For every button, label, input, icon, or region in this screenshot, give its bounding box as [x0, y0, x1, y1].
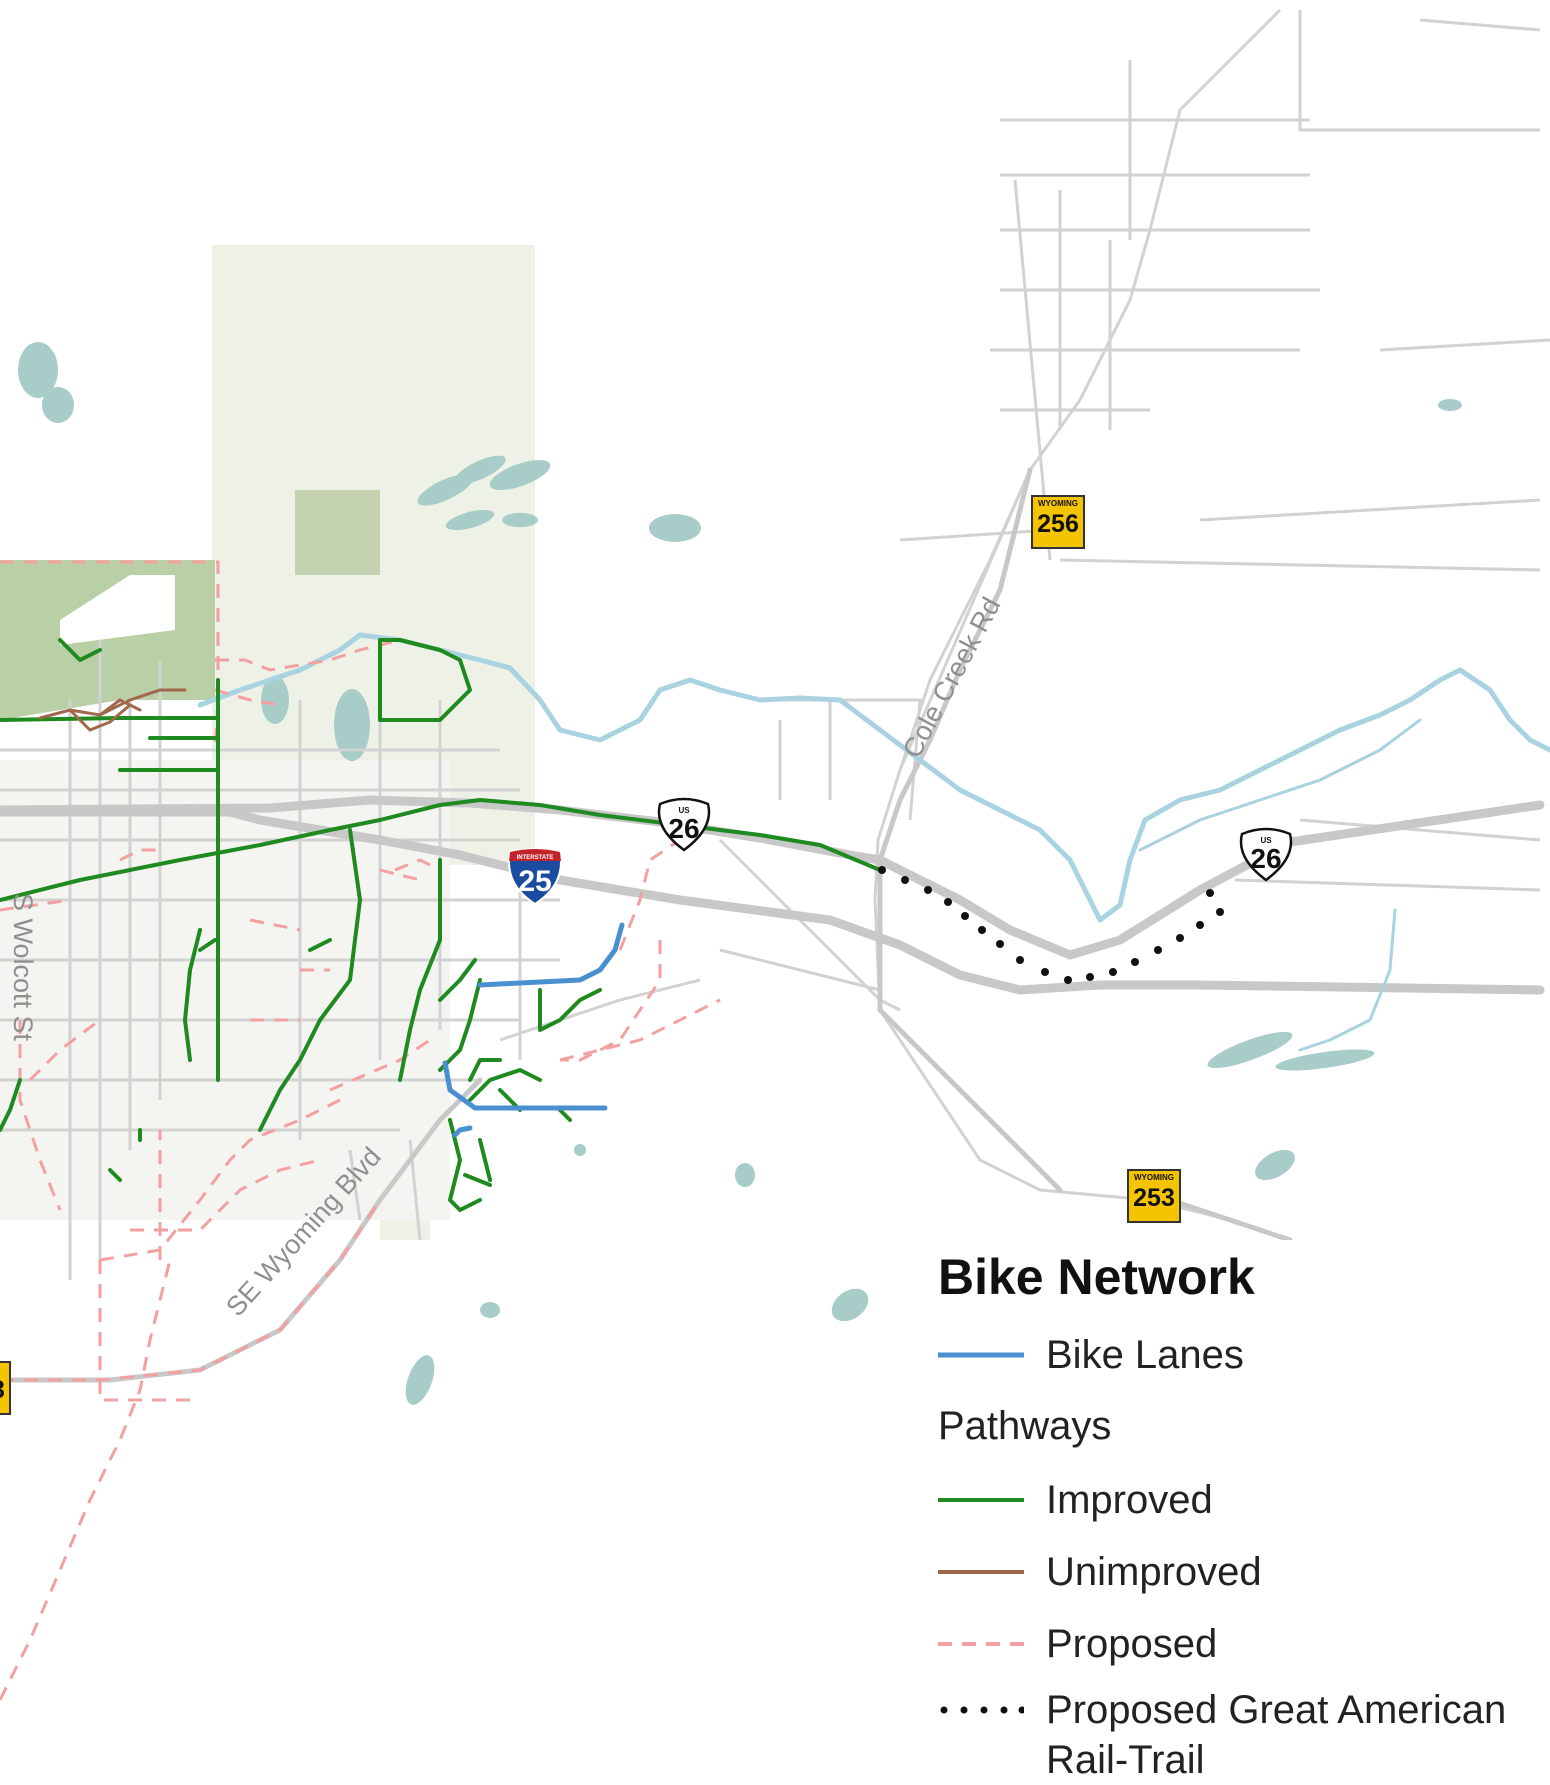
legend-label-bike-lanes: Bike Lanes — [1046, 1333, 1244, 1377]
interstate-25-shield-number: 25 — [518, 865, 551, 898]
legend-item-proposed: Proposed — [938, 1619, 1538, 1669]
legend-item-bike-lanes: Bike Lanes — [938, 1330, 1538, 1380]
wyoming-253-shield-top: WYOMING — [1134, 1173, 1174, 1182]
edge-shield-number: 3 — [0, 1376, 5, 1404]
legend-label-great-american-1: Proposed Great American — [1046, 1688, 1507, 1732]
legend-item-improved: Improved — [938, 1475, 1538, 1525]
legend-label-improved: Improved — [1046, 1478, 1213, 1522]
interstate-25-shield-top: INTERSTATE — [517, 855, 554, 861]
improved-pathways — [0, 638, 882, 1212]
proposed-pathways — [0, 560, 721, 1701]
unimproved-pathways — [38, 688, 187, 732]
secondary-roads — [0, 467, 1293, 1383]
wolcott-st-label: S Wolcott St — [8, 893, 38, 1042]
legend-label-proposed: Proposed — [1046, 1622, 1218, 1666]
wyoming-253-shield-icon: WYOMING 253 — [1127, 1169, 1181, 1223]
cole-creek-rd-label: Cole Creek Rd — [897, 592, 1007, 762]
interstate-25-shield-icon: INTERSTATE 25 — [508, 848, 562, 906]
wyoming-256-shield-number: 256 — [1037, 510, 1079, 538]
edge-state-shield-icon: 3 — [0, 1361, 11, 1415]
legend-title: Bike Network — [938, 1249, 1255, 1305]
bike-lanes — [442, 922, 625, 1138]
legend-label-unimproved: Unimproved — [1046, 1550, 1262, 1594]
wyoming-253-shield-number: 253 — [1133, 1184, 1175, 1212]
improved-swatch-icon — [938, 1498, 1024, 1502]
wyoming-256-shield-icon: WYOMING 256 — [1031, 495, 1085, 549]
legend-item-unimproved: Unimproved — [938, 1547, 1538, 1597]
wyoming-256-shield-top: WYOMING — [1038, 499, 1078, 508]
legend: Bike Network Bike Lanes Pathways Improve… — [928, 1240, 1528, 1782]
us-26-shield-icon: US 26 — [657, 797, 711, 852]
us-26-shield-icon: US 26 — [1239, 827, 1293, 882]
us-26-shield-number: 26 — [1250, 843, 1281, 874]
legend-label-great-american-2: Rail-Trail — [1046, 1738, 1205, 1782]
us-26-shield-number: 26 — [668, 813, 699, 844]
legend-pathways-heading: Pathways — [938, 1404, 1112, 1448]
legend-item-great-american: Proposed Great American Rail-Trail — [938, 1685, 1538, 1785]
water-bodies — [18, 342, 1462, 1405]
river — [197, 632, 1550, 1052]
proposed-swatch-icon — [938, 1642, 1024, 1646]
great-american-swatch-icon — [940, 1706, 1024, 1714]
great-american-rail-trail — [878, 866, 1224, 984]
us-26-shield-top: US — [678, 806, 690, 815]
bike-lanes-swatch-icon — [938, 1352, 1024, 1358]
unimproved-swatch-icon — [938, 1570, 1024, 1574]
us-26-shield-top: US — [1260, 836, 1272, 845]
